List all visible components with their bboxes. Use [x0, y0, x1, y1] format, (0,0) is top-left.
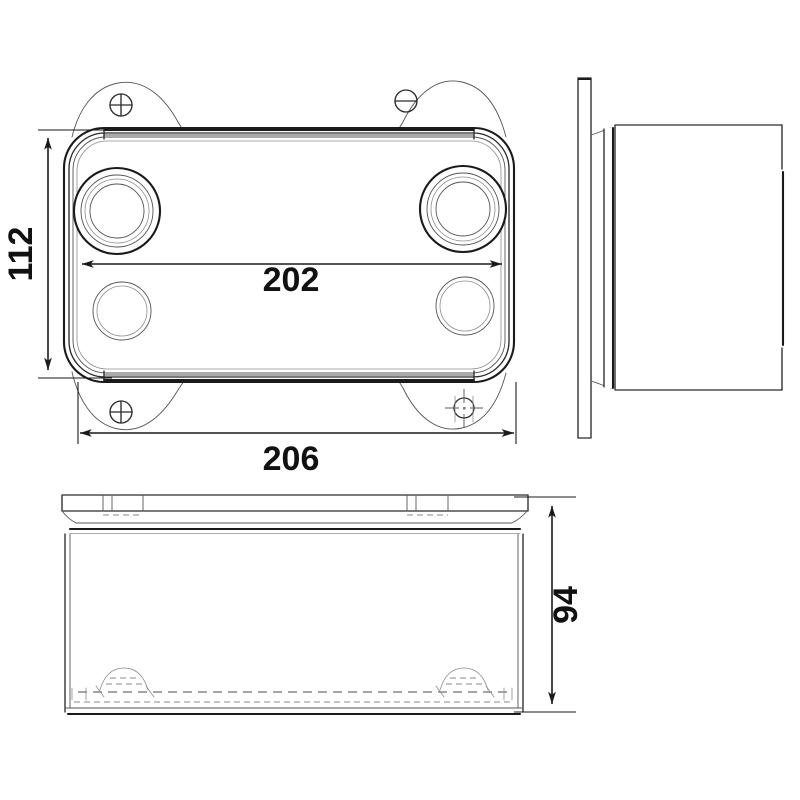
tab-top-right: [394, 89, 418, 113]
port-lower-right: [435, 276, 495, 336]
side-view-flange-plate: [577, 77, 592, 439]
port-upper-left: [72, 166, 162, 256]
side-view: [577, 77, 785, 439]
front-view-boss-right: [435, 667, 513, 701]
front-view-body: [64, 533, 524, 716]
side-view-body: [614, 124, 785, 391]
port-lower-left: [92, 281, 152, 341]
front-view-step: [61, 510, 528, 535]
side-view-inner-rail: [603, 126, 615, 390]
front-view: 94: [61, 494, 585, 716]
dimension-94-label: 94: [547, 586, 585, 624]
dimension-112: 112: [2, 129, 112, 379]
top-view-housing-body: [62, 126, 516, 384]
dimension-202: 202: [81, 260, 503, 299]
dimension-94: 94: [514, 496, 585, 713]
front-view-hidden-edges: [74, 691, 514, 703]
front-view-top-flange: [61, 494, 529, 516]
tab-top-left: [109, 93, 133, 117]
dimension-206: 206: [77, 382, 517, 478]
dimension-112-label: 112: [2, 227, 40, 282]
port-upper-right: [418, 164, 508, 254]
tab-bottom-right: [445, 389, 483, 427]
dimension-202-label: 202: [263, 261, 320, 299]
front-view-boss-left: [71, 667, 155, 701]
tab-bottom-left: [109, 400, 133, 424]
top-view: 112 202 206: [2, 80, 517, 478]
dimension-206-label: 206: [263, 440, 320, 478]
